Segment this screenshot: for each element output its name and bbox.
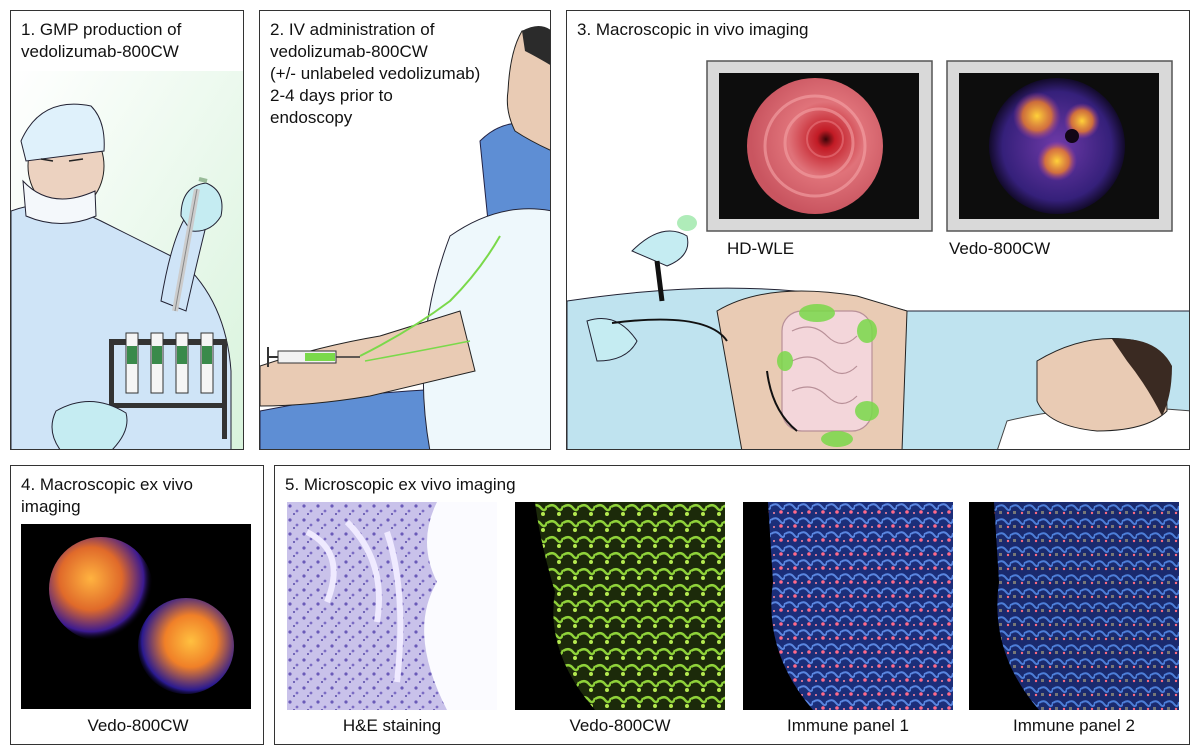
immune-panel-1-image — [743, 502, 953, 710]
panel-4-caption: Vedo-800CW — [87, 716, 189, 735]
immune-panel-2-image — [969, 502, 1179, 710]
monitor-vedo — [946, 60, 1173, 232]
panel-in-vivo-imaging: 3. Macroscopic in vivo imaging — [566, 10, 1190, 450]
ex-vivo-fluorescence-image — [21, 524, 251, 709]
panel-2-title: 2. IV administration of vedolizumab-800C… — [270, 20, 481, 127]
panel-gmp-production: 1. GMP production of vedolizumab-800CW — [10, 10, 244, 450]
caption-immune-panel-1: Immune panel 1 — [787, 716, 909, 735]
panel-iv-administration: 2. IV administration of vedolizumab-800C… — [259, 10, 551, 450]
caption-vedo-800cw: Vedo-800CW — [569, 716, 671, 735]
monitor-left-label: HD-WLE — [727, 239, 795, 258]
monitor-hd-wle — [706, 60, 933, 232]
panel-macro-ex-vivo: 4. Macroscopic ex vivo imaging Vedo-800C… — [10, 465, 264, 745]
intestines — [781, 310, 873, 432]
vedo-800cw-image — [515, 502, 725, 710]
panel-3-title: 3. Macroscopic in vivo imaging — [577, 20, 809, 39]
caption-immune-panel-2: Immune panel 2 — [1013, 716, 1135, 735]
he-staining-image — [287, 502, 497, 710]
iv-patient-illustration — [260, 26, 550, 449]
panel-5-title: 5. Microscopic ex vivo imaging — [285, 475, 516, 494]
endoscopy-illustration — [567, 11, 1189, 449]
caption-he-staining: H&E staining — [342, 716, 442, 735]
panel-1-title: 1. GMP production of vedolizumab-800CW — [21, 20, 182, 61]
lab-worker-illustration — [11, 71, 243, 449]
panel-micro-ex-vivo: 5. Microscopic ex vivo imaging — [274, 465, 1190, 745]
monitor-right-label: Vedo-800CW — [949, 239, 1051, 258]
panel-4-title: 4. Macroscopic ex vivo imaging — [21, 475, 193, 516]
